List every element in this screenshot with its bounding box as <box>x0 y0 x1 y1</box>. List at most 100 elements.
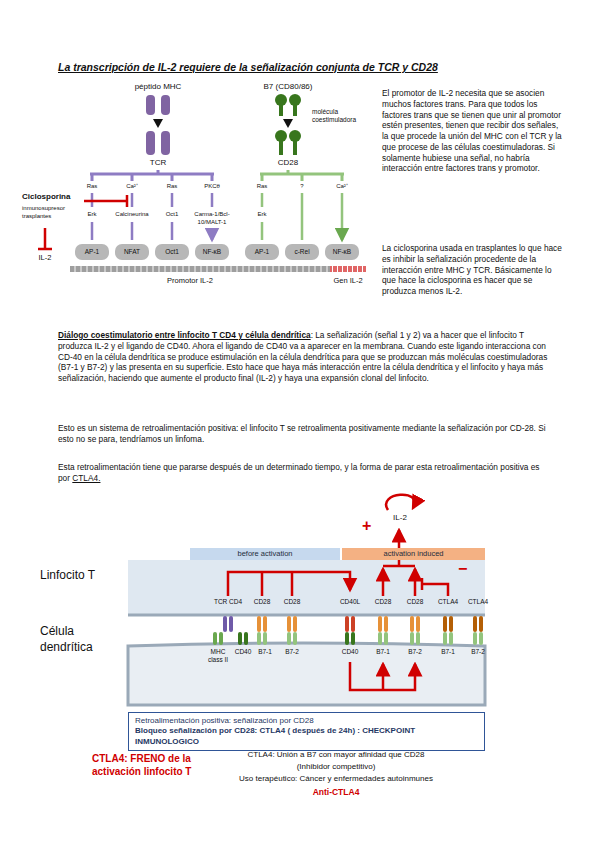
b7-cd28-icon <box>275 94 301 155</box>
label: CTLA4 <box>465 598 491 606</box>
label: Gen IL-2 <box>328 276 368 286</box>
label-text: B7-1 <box>376 648 390 655</box>
label: Carma-1/Bcl-10/MALT-1 <box>192 211 232 227</box>
label: TCR <box>143 158 173 168</box>
label-text: B7 (CD80/86) <box>264 82 313 91</box>
node-text: AP-1 <box>85 248 99 256</box>
node-text: Oct1 <box>165 248 179 256</box>
label: CD28 <box>280 598 304 606</box>
molecule-part <box>263 632 267 645</box>
label: B7-2 <box>467 648 489 656</box>
label-text: inmunosupresor trasplantes <box>22 205 65 219</box>
il2-block <box>38 228 52 249</box>
label-text: (Inhibidor competitivo) <box>297 762 376 771</box>
label: IL-2 <box>385 513 415 523</box>
label-text: CTLA4: Unión a B7 con mayor afinidad que… <box>248 750 425 759</box>
label: Ras <box>80 183 104 191</box>
label-text: IL-2 <box>39 253 52 262</box>
label: Célula dendrítica <box>40 624 120 655</box>
molecule-part <box>223 616 227 632</box>
il2-gene <box>330 266 366 272</box>
surface-molecules <box>213 616 483 645</box>
label-text: B7-1 <box>441 648 455 655</box>
label: Oct1 <box>161 211 183 219</box>
node-text: NFAT <box>124 248 140 256</box>
label: B7-1 <box>437 648 459 656</box>
label-text: IL-2 <box>393 513 407 522</box>
label: Ca²⁺ <box>120 183 144 191</box>
label: Diálogo coestimulatorio entre linfocito … <box>58 330 558 384</box>
legend-box: Retroalimentación positiva: señalización… <box>128 712 485 751</box>
label-text: B7-2 <box>408 648 422 655</box>
label: CTLA4: Unión a B7 con mayor afinidad que… <box>216 750 456 760</box>
molecule-part <box>384 616 388 632</box>
label-text: MHC class II <box>208 648 228 663</box>
mhc-chain <box>146 95 155 115</box>
label-text: PKCθ <box>204 183 220 189</box>
label-text: TCR CD4 <box>214 598 242 605</box>
molecule-part <box>443 616 447 632</box>
molecule-part <box>345 616 349 632</box>
label-text: + <box>362 517 371 534</box>
tcr-chain <box>146 131 155 155</box>
label-text: molécula coestimuladora <box>312 108 356 123</box>
label: ? <box>290 183 314 191</box>
transcription-factor: c-Rel <box>285 244 319 260</box>
label-text: CD28 <box>284 598 301 605</box>
label-text: CTLA4: FRENO de la activación linfocito … <box>92 753 191 777</box>
t-cell-membrane <box>128 614 485 617</box>
binding-arrow <box>153 119 163 128</box>
phase-band: activation induced <box>342 548 485 560</box>
molecule-part <box>293 616 297 632</box>
label-text: Erk <box>258 211 267 217</box>
phase-band: before activation <box>190 548 340 560</box>
node-text: NF-κB <box>333 248 351 256</box>
molecule-part <box>378 632 382 645</box>
label-text: Linfocito T <box>40 568 95 582</box>
label-text: B7-2 <box>471 648 485 655</box>
title-wrap: La transcripción de IL-2 requiere de la … <box>58 56 558 77</box>
label-text: ? <box>300 183 303 189</box>
node-text: activation induced <box>383 549 443 559</box>
node-text: AP-1 <box>255 248 269 256</box>
node-text: c-Rel <box>294 248 309 256</box>
label: Ras <box>250 183 274 191</box>
title: La transcripción de IL-2 requiere de la … <box>58 61 438 73</box>
label-text: Carma-1/Bcl-10/MALT-1 <box>194 211 229 225</box>
label: − <box>458 561 472 577</box>
ctla4-inhibition <box>422 578 448 596</box>
label-text: CTLA4. <box>72 473 100 483</box>
label-text: CD28 <box>254 598 271 605</box>
label: TCR CD4 <box>212 598 244 606</box>
label-text: CD28 <box>407 598 424 605</box>
molecule-part <box>219 632 223 645</box>
label: CD40 <box>232 648 254 656</box>
b7-head <box>275 94 287 106</box>
label-text: Ca²⁺ <box>126 183 138 189</box>
label-text: CD40 <box>235 648 252 655</box>
molecule-part <box>229 616 233 632</box>
tcr-signal-tree <box>90 170 214 181</box>
label: Ras <box>160 183 184 191</box>
label: B7 (CD80/86) <box>253 82 323 92</box>
molecule-part <box>410 632 414 645</box>
label-text: La ciclosporina usada en trasplantes lo … <box>382 243 562 296</box>
label-text: Ca²⁺ <box>336 183 348 189</box>
label: Uso terapéutico: Cáncer y enfermedades a… <box>216 774 456 784</box>
cd28-head <box>275 130 287 142</box>
label: B7-1 <box>255 648 275 656</box>
label: CD28 <box>403 598 427 606</box>
transcription-factor: AP-1 <box>75 244 109 260</box>
label-text: Ras <box>167 183 178 189</box>
molecule-part <box>351 632 355 645</box>
molecule-part <box>244 632 248 645</box>
label-text: CD40L <box>340 598 360 605</box>
molecule-part <box>238 632 242 645</box>
molecule-part <box>410 616 414 632</box>
label-text: CTLA4 <box>438 598 458 605</box>
label-text: Uso terapéutico: Cáncer y enfermedades a… <box>239 774 433 783</box>
transcription-factor: Oct1 <box>155 244 189 260</box>
label-text: péptido MHC <box>135 82 182 91</box>
label-text: El promotor de IL-2 necesita que se asoc… <box>382 88 562 173</box>
label: Erk <box>251 211 273 219</box>
